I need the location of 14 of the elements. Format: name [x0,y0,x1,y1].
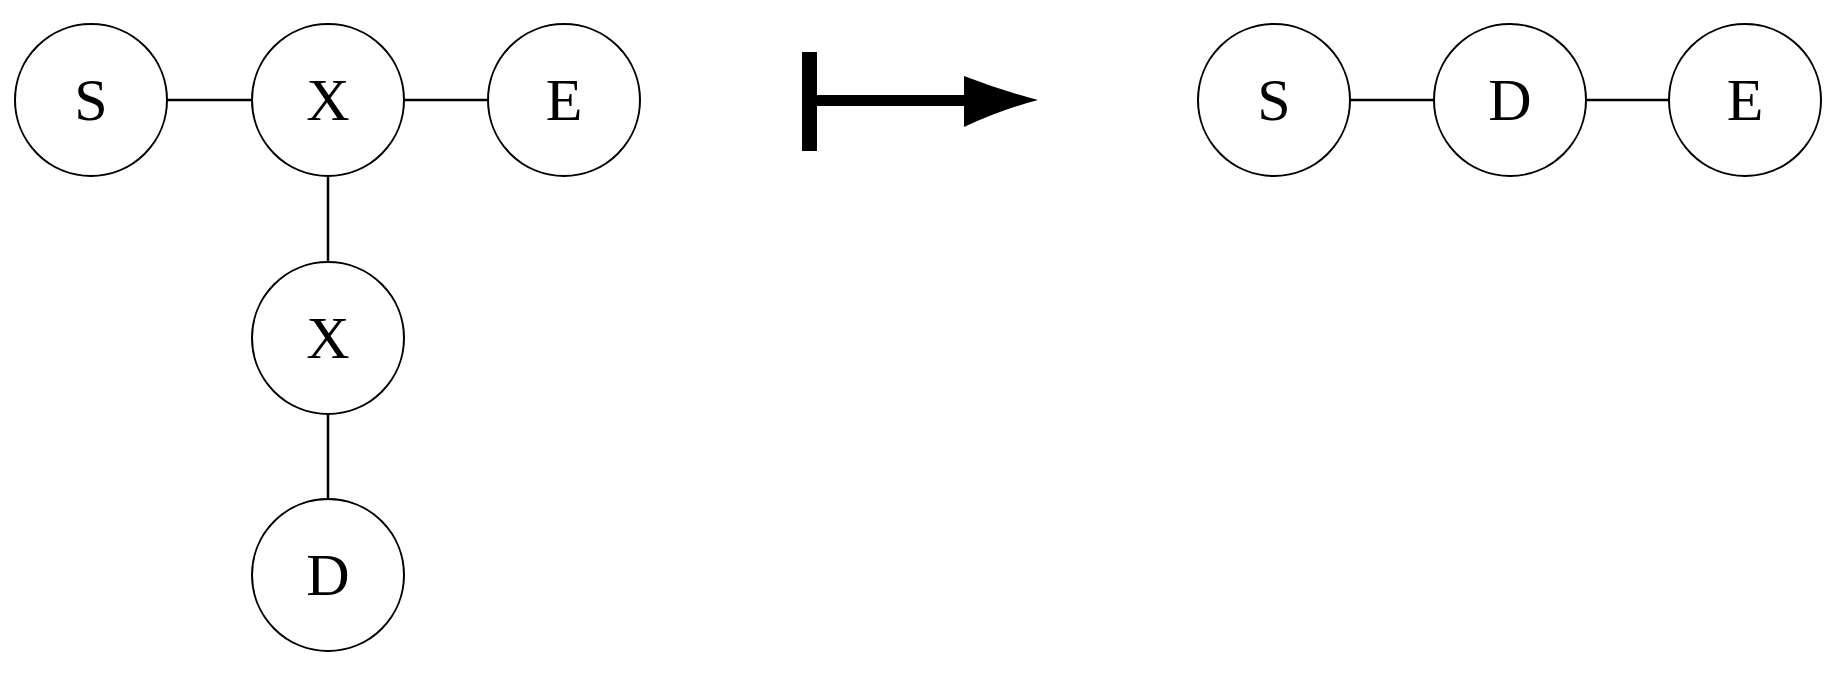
node-letter: D [1488,70,1532,130]
connector-line [326,415,330,498]
connector-line [405,98,487,102]
node-letter: E [545,70,583,130]
node-letter: E [1726,70,1764,130]
connector-line [168,98,251,102]
connector-line [1587,98,1668,102]
node-letter: S [1257,70,1291,130]
connector-line [1351,98,1433,102]
node-letter: S [74,70,108,130]
node-letter: D [306,545,350,605]
connector-line [326,177,330,261]
node-letter: X [306,70,350,130]
node-letter: X [306,308,350,368]
